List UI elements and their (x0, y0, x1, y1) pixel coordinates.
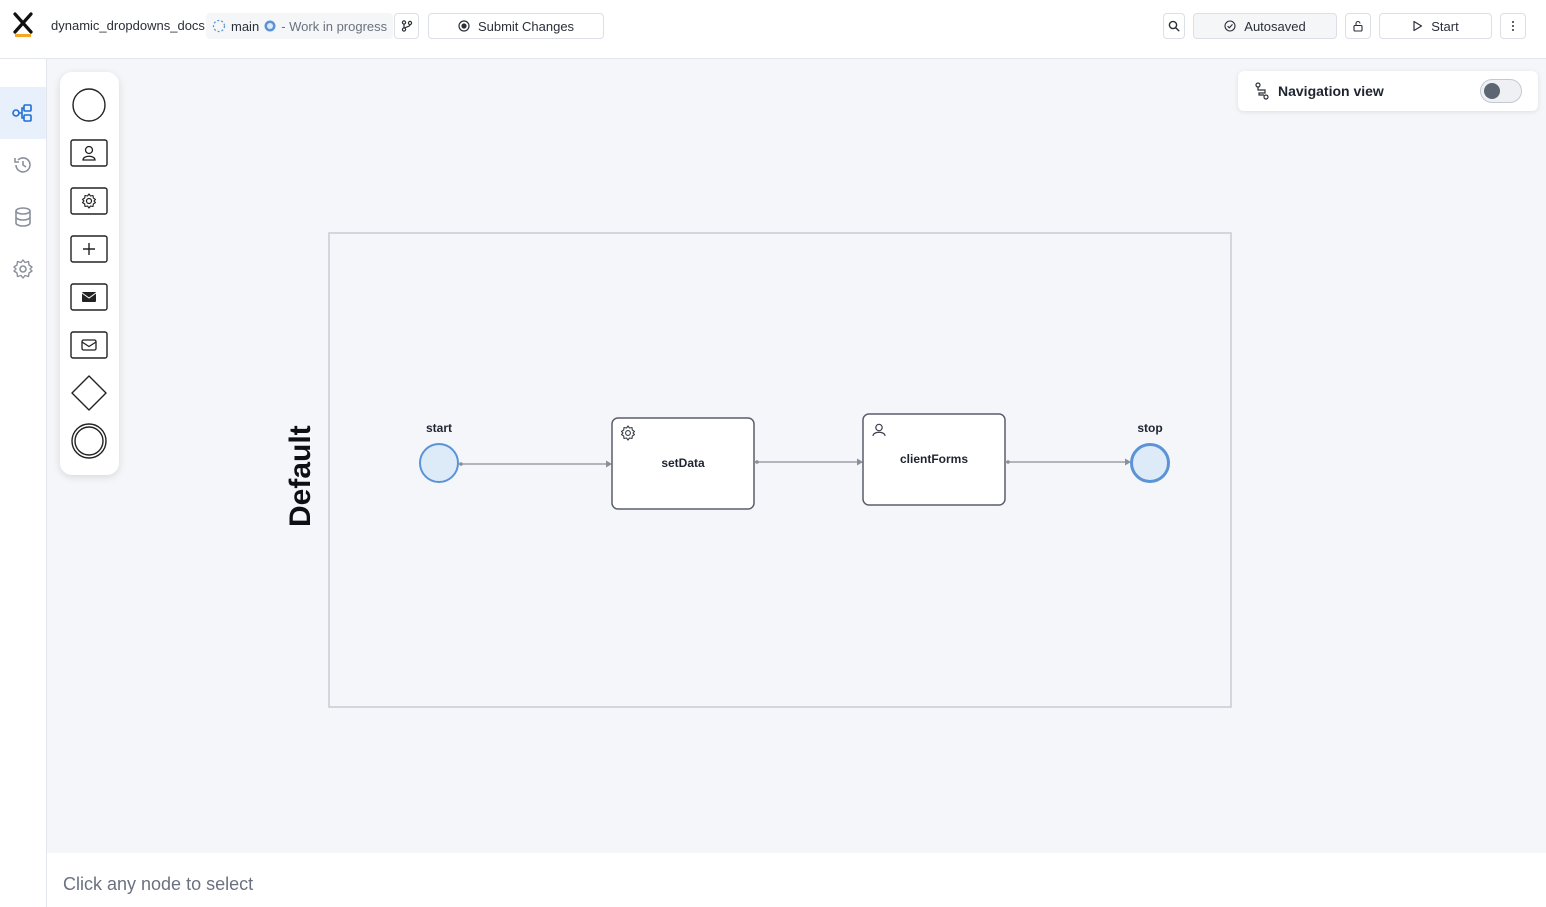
navigation-view-panel: Navigation view (1238, 71, 1538, 111)
end-event[interactable] (1130, 443, 1170, 483)
rail-item-history[interactable] (0, 139, 46, 191)
palette-end-event[interactable] (69, 421, 109, 461)
branch-selector[interactable]: main - Work in progress (206, 13, 394, 39)
top-bar: dynamic_dropdowns_docs main - Work in pr… (0, 0, 1546, 59)
user-task-icon (70, 139, 108, 167)
branch-status-icon (212, 19, 226, 33)
service-task-setdata[interactable] (611, 417, 755, 510)
play-icon (1413, 20, 1423, 32)
lane-label: Default (284, 425, 317, 527)
record-icon (458, 20, 470, 32)
gear-icon (620, 425, 636, 441)
project-name[interactable]: dynamic_dropdowns_docs (51, 18, 205, 33)
palette-gateway[interactable] (69, 373, 109, 413)
unlock-icon (1353, 20, 1363, 32)
more-options-button[interactable] (1500, 13, 1526, 39)
sequence-flow-setdata-clientforms[interactable] (755, 458, 863, 466)
navigation-route-icon (1255, 82, 1269, 100)
submit-changes-button[interactable]: Submit Changes (428, 13, 604, 39)
rail-item-process[interactable] (0, 87, 46, 139)
setdata-label: setData (661, 456, 705, 470)
stop-event-label: stop (1137, 421, 1163, 435)
process-diagram-icon (12, 104, 32, 122)
process-diagram (328, 232, 1232, 708)
search-icon (1168, 20, 1180, 32)
branch-status: - Work in progress (281, 18, 388, 34)
sequence-flow-start-setdata[interactable] (459, 460, 612, 468)
rail-item-settings[interactable] (0, 243, 46, 295)
start-event-label: start (425, 421, 452, 435)
start-button[interactable]: Start (1379, 13, 1492, 39)
end-event-icon (71, 423, 107, 459)
start-event-icon (72, 88, 106, 122)
more-vertical-icon (1512, 21, 1514, 31)
gateway-icon (71, 375, 107, 411)
palette-start-event[interactable] (69, 85, 109, 125)
clientforms-label: clientForms (899, 452, 968, 466)
palette-subprocess[interactable] (69, 229, 109, 269)
user-icon (872, 423, 886, 437)
navigation-view-label: Navigation view (1278, 83, 1384, 99)
database-icon (15, 207, 31, 227)
service-task-icon (70, 187, 108, 215)
autosaved-status: Autosaved (1193, 13, 1337, 39)
palette-user-task[interactable] (69, 133, 109, 173)
subprocess-icon (70, 235, 108, 263)
send-message-icon (70, 283, 108, 311)
element-palette (60, 72, 119, 475)
search-button[interactable] (1163, 13, 1185, 39)
left-rail (0, 59, 47, 907)
sequence-flow-clientforms-stop[interactable] (1006, 458, 1131, 466)
navigation-view-toggle[interactable] (1480, 79, 1522, 103)
lock-button[interactable] (1345, 13, 1371, 39)
start-label: Start (1431, 18, 1459, 34)
autosaved-label: Autosaved (1244, 18, 1306, 34)
git-branch-icon (401, 20, 412, 32)
gear-icon (13, 259, 33, 279)
process-canvas[interactable] (47, 59, 1546, 853)
submit-changes-label: Submit Changes (477, 18, 575, 34)
palette-receive-message-task[interactable] (69, 325, 109, 365)
status-footer: Click any node to select (47, 853, 1546, 907)
work-in-progress-icon (264, 20, 276, 32)
check-circle-icon (1224, 20, 1236, 32)
start-event[interactable] (419, 443, 459, 483)
branch-name: main (231, 18, 260, 34)
palette-service-task[interactable] (69, 181, 109, 221)
branch-actions-button[interactable] (394, 13, 419, 39)
palette-send-message-task[interactable] (69, 277, 109, 317)
user-task-clientforms[interactable] (862, 413, 1006, 506)
receive-message-icon (70, 331, 108, 359)
app-logo[interactable] (13, 12, 33, 38)
toggle-knob (1484, 83, 1500, 99)
selection-hint: Click any node to select (63, 874, 254, 894)
rail-item-data[interactable] (0, 191, 46, 243)
lane-default[interactable] (328, 232, 1232, 708)
history-icon (14, 157, 31, 173)
